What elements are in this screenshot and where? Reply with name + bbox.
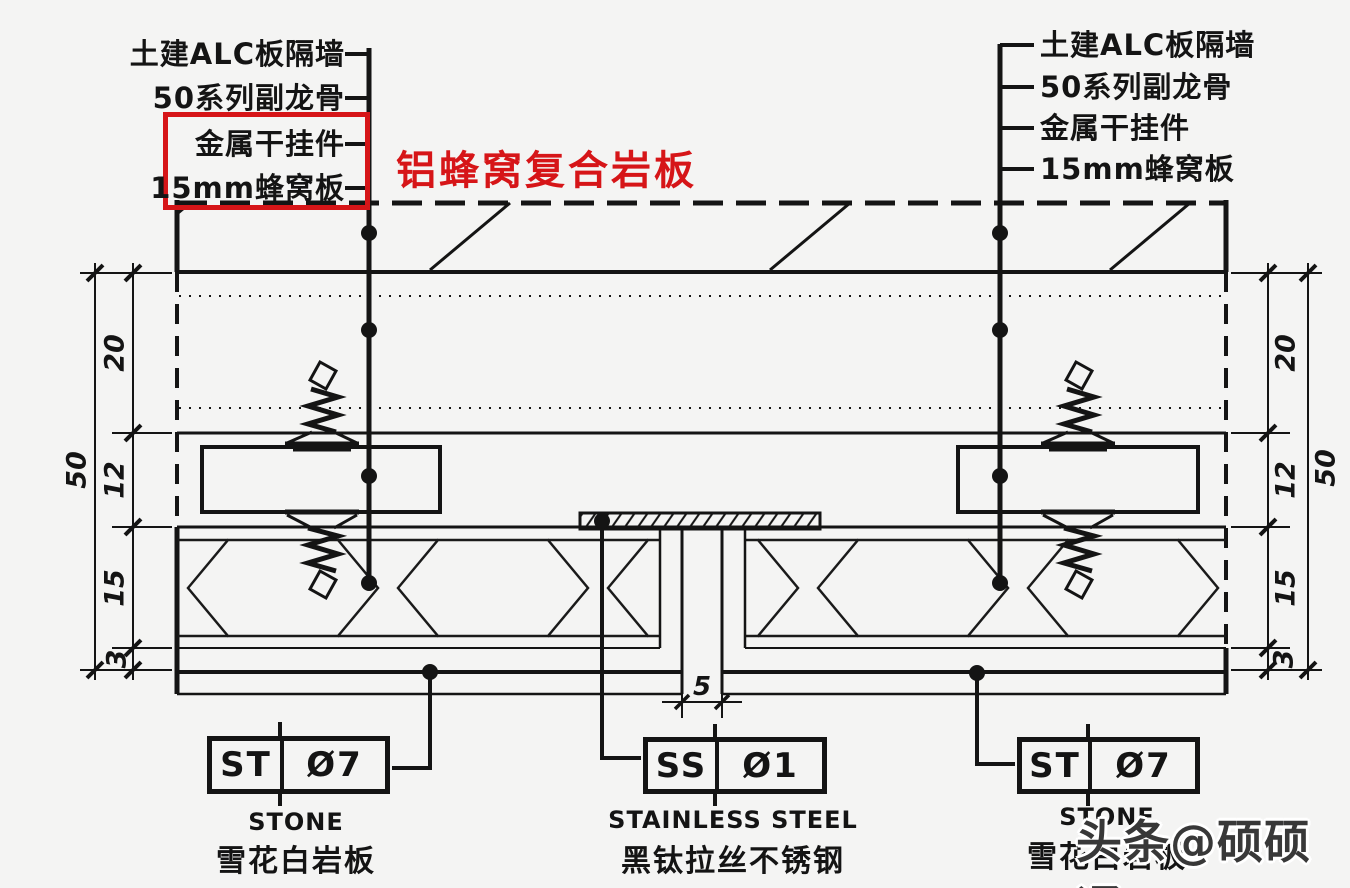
callout-honeycomb-left: 15mm蜂窝板 bbox=[150, 171, 345, 205]
material-tag-stainless: SS Ø1 bbox=[643, 737, 827, 794]
dim-20-left: 20 bbox=[99, 334, 131, 372]
highlight-title: 铝蜂窝复合岩板 bbox=[396, 148, 697, 194]
material-cn-stone-left: 雪花白岩板 bbox=[216, 844, 376, 879]
callout-furring-left: 50系列副龙骨 bbox=[152, 81, 345, 115]
dim-joint-gap: 5 bbox=[692, 672, 712, 702]
dimension-chain-left bbox=[80, 263, 172, 680]
material-cn-stainless: 黑钛拉丝不锈钢 bbox=[621, 844, 845, 879]
dimension-chain-right bbox=[1231, 263, 1322, 680]
dim-12-left: 12 bbox=[99, 461, 131, 499]
material-tag-stone-right: ST Ø7 bbox=[1017, 737, 1200, 794]
material-cn-stone-right: 雪花白岩板 bbox=[1027, 840, 1187, 875]
section-borders bbox=[174, 200, 1229, 694]
dim-50-right: 50 bbox=[1310, 449, 1342, 487]
material-en-stone-right: STONE bbox=[1059, 803, 1155, 831]
stainless-strip bbox=[578, 511, 822, 531]
tag-spec: Ø7 bbox=[306, 745, 363, 785]
material-en-stone-left: STONE bbox=[248, 808, 344, 836]
joint-gap-dimension bbox=[662, 680, 742, 718]
callout-hanger-left: 金属干挂件 bbox=[194, 127, 345, 161]
hanger-channel-left bbox=[200, 445, 442, 514]
dim-12-right: 12 bbox=[1270, 461, 1302, 499]
tag-code: ST bbox=[212, 741, 284, 789]
screw-icon bbox=[285, 362, 359, 450]
highlight-box bbox=[163, 112, 370, 210]
callout-alc-wall-right: 土建ALC板隔墙 bbox=[1040, 28, 1256, 62]
tag-code: SS bbox=[648, 742, 719, 789]
dim-15-left: 15 bbox=[99, 569, 131, 607]
dim-15-right: 15 bbox=[1270, 569, 1302, 607]
dim-20-right: 20 bbox=[1270, 334, 1302, 372]
tag-code: ST bbox=[1022, 742, 1092, 789]
material-en-stainless: STAINLESS STEEL bbox=[608, 806, 858, 834]
dim-3-left: 3 bbox=[101, 649, 133, 669]
material-tag-stone-left: ST Ø7 bbox=[207, 736, 390, 794]
callout-alc-wall-left: 土建ALC板隔墙 bbox=[129, 37, 345, 71]
leader-right bbox=[992, 43, 1034, 591]
honeycomb-core bbox=[178, 528, 1226, 694]
tag-spec: Ø7 bbox=[1115, 745, 1172, 786]
callout-honeycomb-right: 15mm蜂窝板 bbox=[1040, 152, 1235, 186]
callout-furring-right: 50系列副龙骨 bbox=[1040, 70, 1233, 104]
dim-3-right: 3 bbox=[1268, 649, 1300, 669]
callout-hanger-right: 金属干挂件 bbox=[1040, 111, 1191, 145]
alc-panel-band bbox=[175, 200, 1228, 274]
tag-spec: Ø1 bbox=[742, 745, 799, 786]
dim-50-left: 50 bbox=[61, 451, 93, 489]
watermark: 头条@硕硕通 bbox=[1076, 815, 1311, 888]
screw-icon bbox=[1041, 362, 1115, 450]
furring-channel-hidden-lines bbox=[179, 295, 1224, 409]
